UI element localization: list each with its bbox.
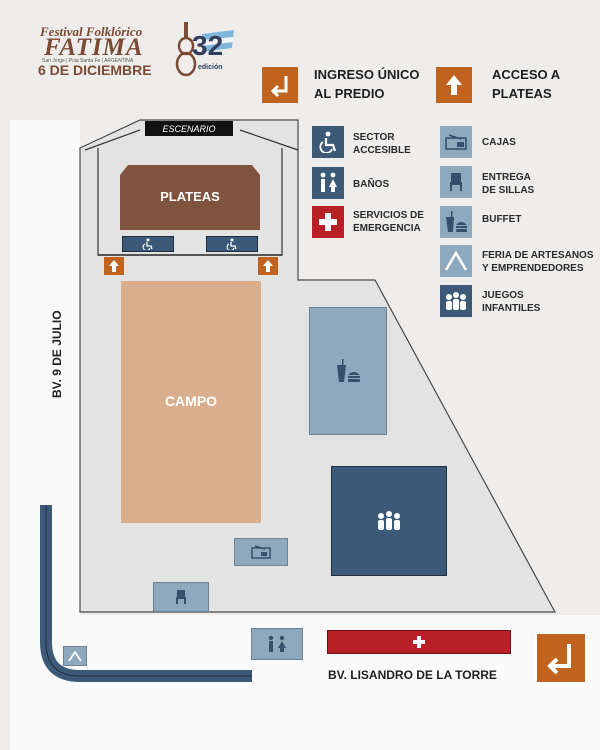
plateas-area: PLATEAS	[120, 165, 260, 230]
street-south-label: BV. LISANDRO DE LA TORRE	[328, 668, 497, 682]
plateas-label: PLATEAS	[160, 189, 220, 204]
campo-label: CAMPO	[164, 393, 218, 409]
edition-label: edición	[198, 64, 223, 71]
restroom-icon	[320, 172, 337, 192]
restroom-icon	[268, 635, 286, 652]
acceso-plateas-marker-left	[104, 257, 124, 275]
edition-number: 32	[192, 30, 224, 61]
wheelchair-icon	[319, 131, 337, 153]
legend-banos-icon	[312, 167, 344, 199]
feria-map	[63, 646, 87, 666]
legend-sillas-icon	[440, 166, 472, 198]
ticket-icon	[251, 545, 271, 559]
buffet-area	[309, 307, 387, 435]
legend-sillas-line1: ENTREGA	[482, 172, 531, 183]
legend-emergencia-line1: SERVICIOS DE	[353, 210, 424, 221]
children-icon	[446, 292, 466, 310]
emergencia-area	[327, 630, 511, 654]
escenario-label: ESCENARIO	[162, 123, 216, 134]
medical-cross-icon	[319, 213, 337, 231]
accessible-sector-left	[122, 236, 174, 252]
acceso-plateas-marker-right	[258, 257, 278, 275]
ingreso-line1: INGRESO ÚNICO	[314, 67, 420, 82]
legend-sillas-line2: DE SILLAS	[482, 185, 535, 196]
tent-icon	[444, 250, 468, 271]
wheelchair-icon	[226, 238, 237, 250]
acceso-plateas-icon	[436, 67, 472, 103]
escenario-stage: ESCENARIO	[145, 121, 233, 136]
sillas-map	[153, 582, 209, 612]
ticket-icon	[445, 134, 467, 150]
chair-icon	[450, 173, 462, 191]
ingreso-icon	[262, 67, 298, 103]
legend-feria-line1: FERIA DE ARTESANOS	[482, 250, 594, 261]
festival-logo: Festival Folklórico FATIMA San Jorge | P…	[30, 22, 160, 80]
logo-line1: Festival Folklórico	[40, 24, 143, 39]
acceso-line2: PLATEAS	[492, 86, 552, 101]
legend-feria-line2: Y EMPRENDEDORES	[482, 263, 584, 274]
cajas-map	[234, 538, 288, 566]
banos-map	[251, 628, 303, 660]
medical-cross-icon	[413, 636, 425, 648]
legend-buffet-icon	[440, 206, 472, 238]
legend-cajas-icon	[440, 126, 472, 158]
logo-line2: FATIMA	[44, 34, 144, 61]
ingreso-map-marker	[535, 632, 587, 684]
wheelchair-icon	[142, 238, 153, 250]
guitar-flag-icon	[175, 22, 234, 77]
food-icon	[446, 211, 467, 232]
ingreso-line2: AL PREDIO	[314, 86, 385, 101]
legend-accessible-line2: ACCESIBLE	[353, 145, 411, 156]
juegos-area	[331, 466, 447, 576]
legend-buffet-line1: BUFFET	[482, 214, 522, 225]
legend-feria-icon	[440, 245, 472, 277]
children-icon	[378, 511, 400, 530]
legend-emergencia-icon	[312, 206, 344, 238]
legend-juegos-line1: JUEGOS	[482, 290, 524, 301]
edition-badge: 32 edición	[172, 20, 238, 80]
legend-juegos-line2: INFANTILES	[482, 303, 541, 314]
legend-cajas-line1: CAJAS	[482, 137, 516, 148]
legend-accessible-icon	[312, 126, 344, 158]
chair-icon	[176, 590, 186, 604]
tent-icon	[68, 650, 82, 662]
acceso-line1: ACCESO A	[492, 67, 561, 82]
legend-emergencia-line2: EMERGENCIA	[353, 223, 421, 234]
legend-banos-line1: BAÑOS	[353, 179, 390, 190]
event-date: 6 DE DICIEMBRE	[38, 62, 152, 78]
street-area	[10, 120, 600, 750]
logo-subtitle: San Jorge | Pcia Santa Fe | ARGENTINA	[42, 58, 134, 64]
campo-area: CAMPO	[121, 281, 261, 523]
legend-juegos-icon	[440, 285, 472, 317]
legend-accessible-line1: SECTOR	[353, 132, 395, 143]
accessible-sector-right	[206, 236, 258, 252]
street-west-label: BV. 9 DE JULIO	[50, 310, 64, 398]
food-icon	[337, 359, 360, 382]
